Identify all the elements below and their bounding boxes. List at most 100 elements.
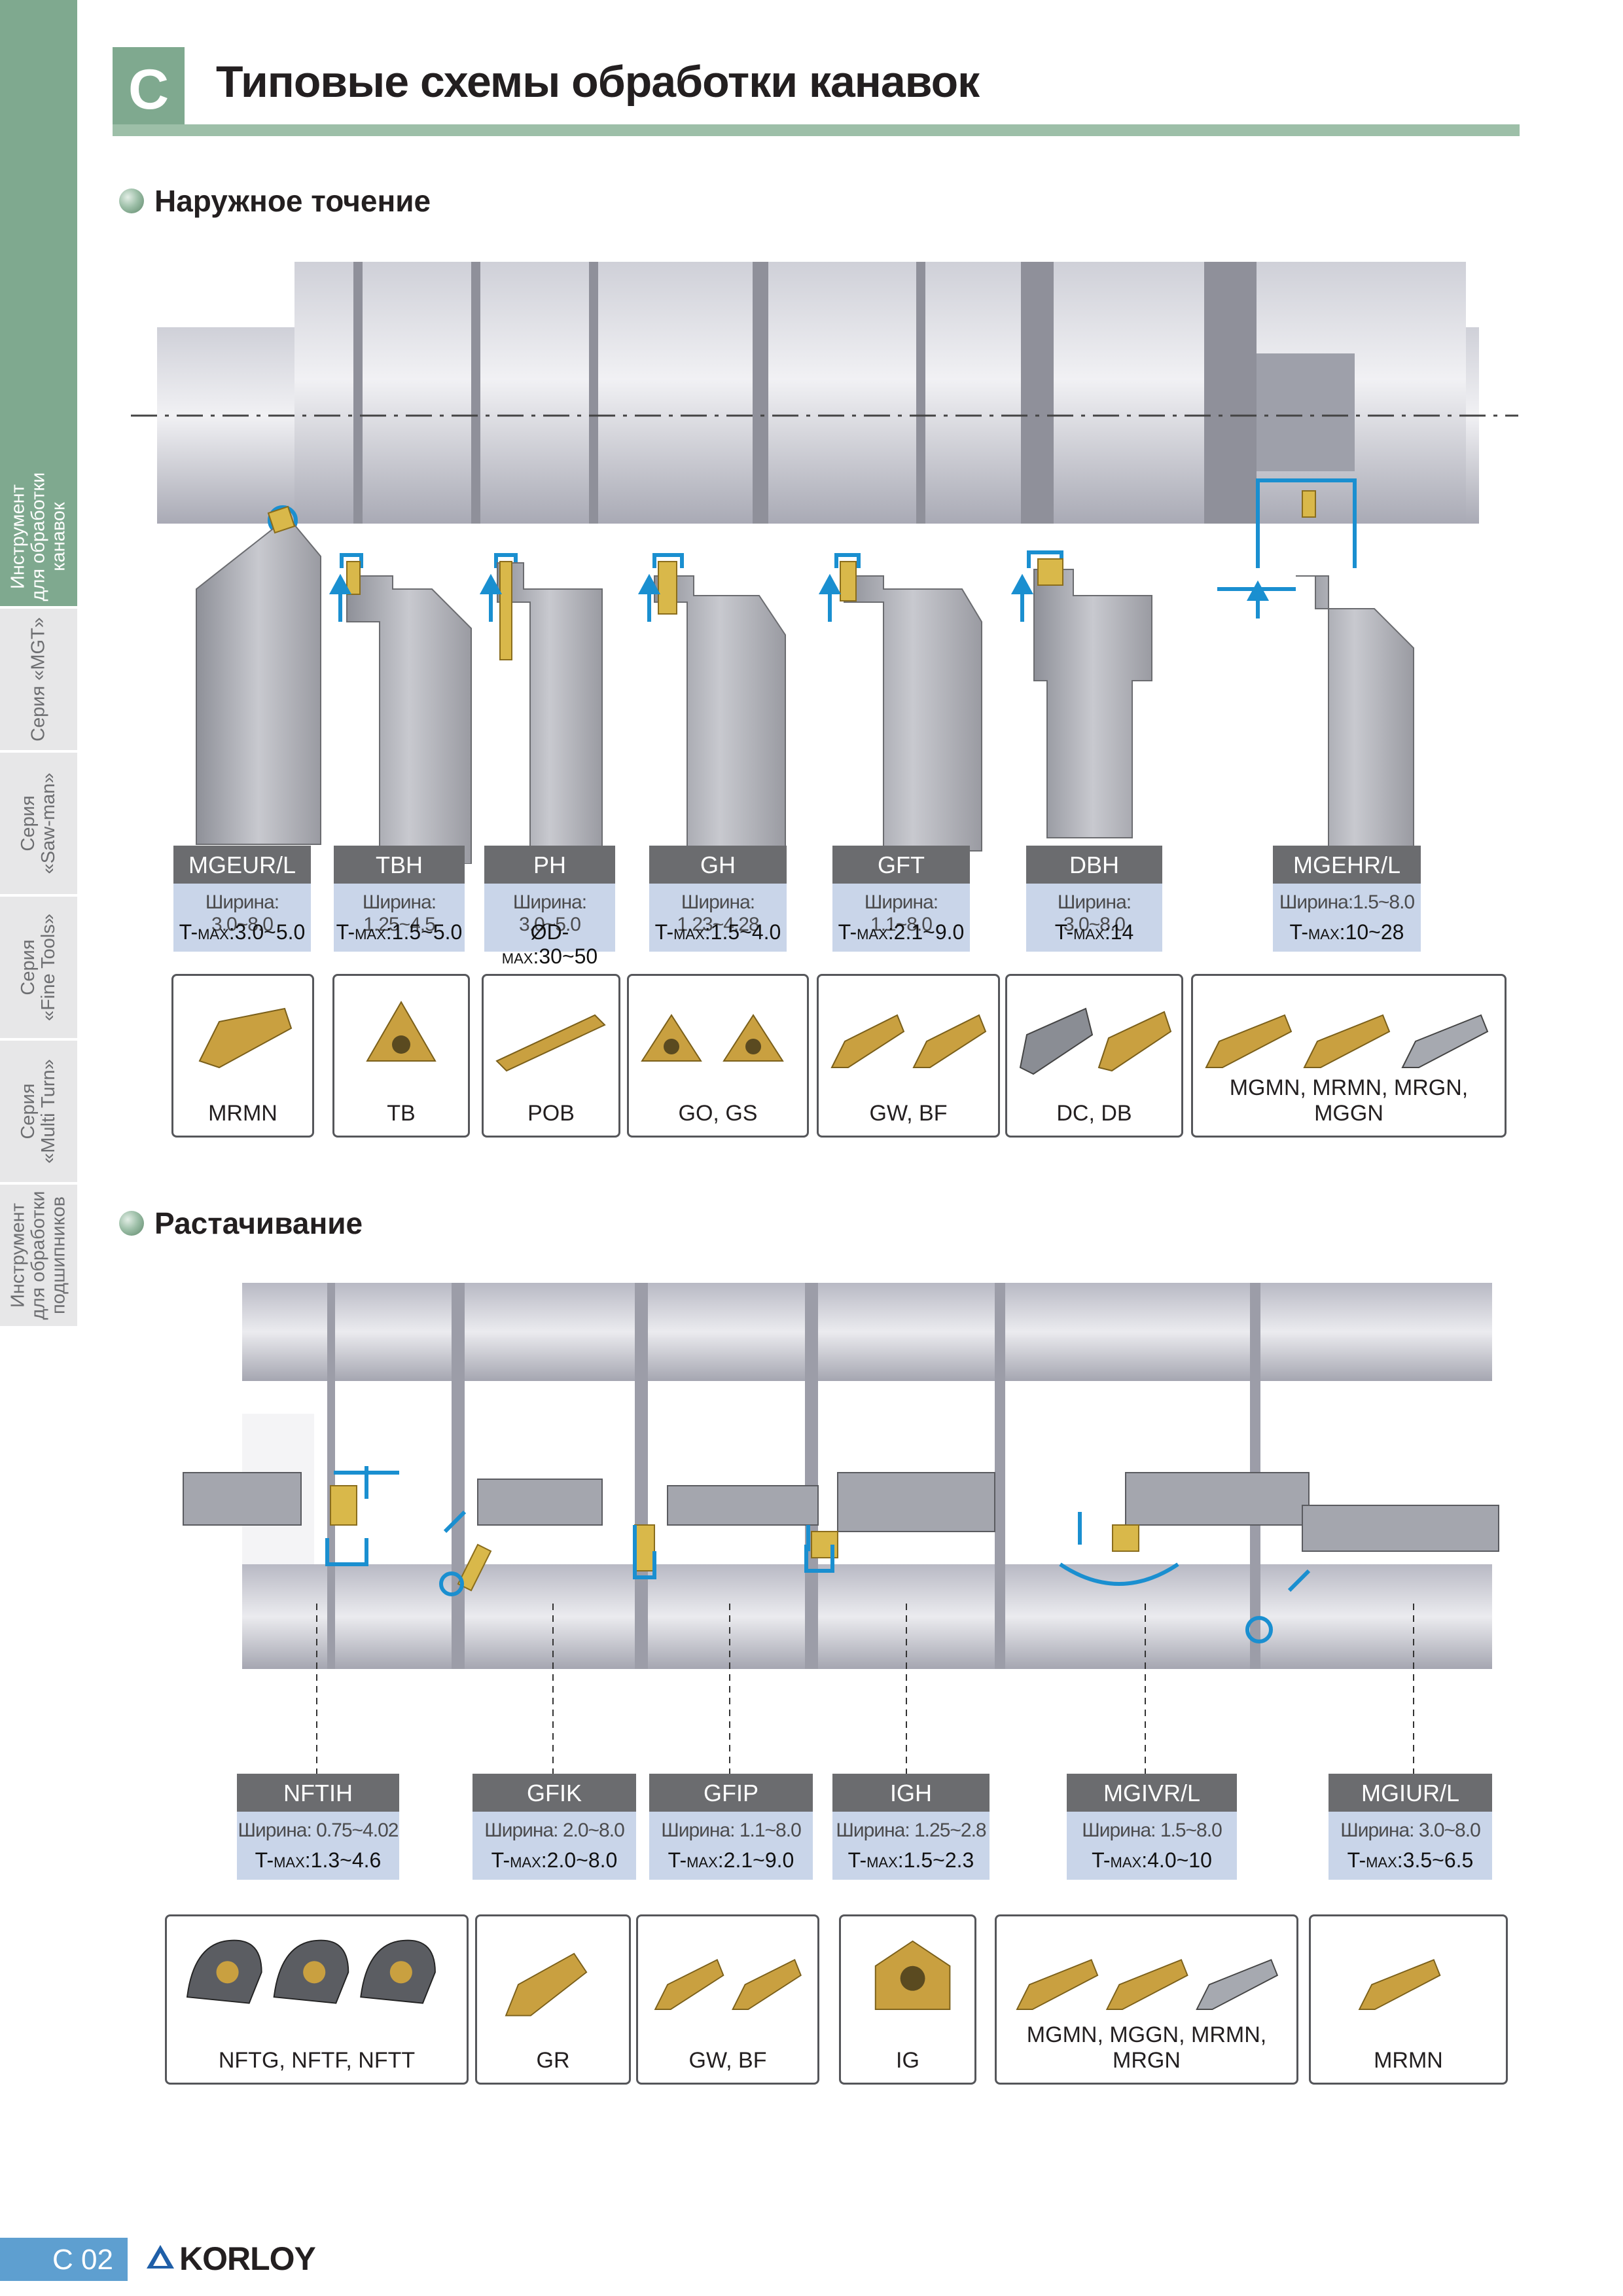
sidebar-tab-grooving-tools[interactable]: Инструмент для обработки канавок	[0, 0, 77, 609]
spec-name: DBH	[1026, 846, 1162, 884]
spec-tmax: :2.0~8.0	[541, 1848, 618, 1872]
bore-upper-wall	[242, 1283, 1492, 1381]
spec-tmax: :1.5~2.3	[897, 1848, 974, 1872]
insert-card-nftg-group[interactable]: NFTG, NFTF, NFTT	[165, 1914, 469, 2085]
internal-groove	[1257, 353, 1355, 471]
insert-label: GW, BF	[869, 1101, 948, 1126]
spec-width: Ширина: 2.0~8.0	[484, 1820, 625, 1841]
spec-name: GFT	[832, 846, 970, 884]
insert-image	[1019, 1007, 1172, 1075]
insert-card-gr[interactable]: GR	[475, 1914, 631, 2085]
spec-tmax: :2.1~9.0	[887, 920, 965, 944]
spec-name: MGIVR/L	[1067, 1774, 1237, 1812]
sidebar-tab-bearing-tools[interactable]: Инструмент для обработки подшипников	[0, 1185, 77, 1329]
insert-label: GW, BF	[688, 2048, 767, 2073]
sidebar-tab-label: Серия «MGT»	[27, 617, 49, 742]
sidebar-tab-mgt[interactable]: Серия «MGT»	[0, 609, 77, 753]
insert-label: TB	[387, 1101, 416, 1126]
insert-image	[186, 1939, 436, 2004]
insert-image	[654, 1959, 802, 2011]
insert-label: MRMN	[1374, 2048, 1443, 2073]
spec-tmax: :1.3~4.6	[304, 1848, 382, 1872]
spec-name: GFIP	[649, 1774, 813, 1812]
spec-tmax: :1.5~4.0	[704, 920, 781, 944]
spec-width: Ширина: 1.5~8.0	[1082, 1820, 1222, 1841]
insert-card-gw-bf[interactable]: GW, BF	[817, 974, 1000, 1138]
page-number: C 02	[0, 2238, 128, 2281]
insert-card-mgmn-group-boring[interactable]: MGMN, MGGN, MRMN, MRGN	[995, 1914, 1298, 2085]
insert-image	[505, 1952, 588, 2017]
insert-label: GO, GS	[678, 1101, 758, 1126]
boring-bars	[183, 1472, 1499, 1552]
insert-image	[874, 1940, 951, 2011]
header-divider	[113, 124, 1520, 136]
spec-tmax: :10~28	[1339, 920, 1404, 944]
boring-feed-arrows	[334, 1466, 1311, 1592]
page-title: Типовые схемы обработки канавок	[216, 57, 980, 107]
spec-width: Ширина: 3.0~8.0	[1340, 1820, 1481, 1841]
insert-label: MGMN, MRMN, MRGN, MGGN	[1229, 1075, 1469, 1126]
insert-card-mrmn[interactable]: MRMN	[171, 974, 314, 1138]
bore-lower-wall	[242, 1564, 1492, 1669]
insert-label: NFTG, NFTF, NFTT	[218, 2048, 416, 2073]
insert-card-tb[interactable]: TB	[332, 974, 470, 1138]
insert-label: POB	[527, 1101, 575, 1126]
insert-card-dc-db[interactable]: DC, DB	[1005, 974, 1183, 1138]
spec-name: NFTIH	[237, 1774, 399, 1812]
spec-name: MGIUR/L	[1329, 1774, 1492, 1812]
external-grooving-diagram	[131, 262, 1518, 864]
sidebar-tab-multi-turn[interactable]: Серия «Multi Turn»	[0, 1041, 77, 1185]
tool-inserts	[267, 490, 1316, 660]
spec-width: Ширина: 1.25~2.8	[836, 1820, 986, 1841]
section-title-boring: Растачивание	[154, 1206, 363, 1240]
spec-tmax: :14	[1104, 920, 1134, 944]
spec-name: GFIK	[473, 1774, 636, 1812]
spec-width: Ширина: 1.25~4.5	[362, 891, 437, 935]
sidebar-tab-fine-tools[interactable]: Серия «Fine Tools»	[0, 897, 77, 1041]
spec-width: Ширина: 0.75~4.02	[238, 1820, 399, 1841]
spec-tmax: :1.5~5.0	[385, 920, 463, 944]
insert-card-gw-bf-boring[interactable]: GW, BF	[636, 1914, 819, 2085]
tool-holders	[196, 516, 1414, 864]
sidebar-tab-label: Инструмент для обработки канавок	[7, 472, 69, 601]
insert-image	[366, 1001, 437, 1062]
spec-tmax: :4.0~10	[1141, 1848, 1212, 1872]
insert-card-pob[interactable]: POB	[482, 974, 620, 1138]
sidebar-tab-label: Серия «Saw-man»	[18, 772, 59, 874]
sidebar-tab-saw-man[interactable]: Серия «Saw-man»	[0, 753, 77, 897]
insert-image	[198, 1007, 293, 1069]
feed-arrows	[329, 573, 1296, 622]
groove-cuts	[353, 262, 1257, 524]
insert-image	[641, 1014, 784, 1062]
insert-image	[1016, 1959, 1279, 2011]
spec-name: MGEHR/L	[1273, 846, 1421, 884]
spec-tmax: :2.1~9.0	[717, 1848, 794, 1872]
insert-label: MRMN	[208, 1101, 277, 1126]
insert-card-mgmn-group[interactable]: MGMN, MRMN, MRGN, MGGN	[1191, 974, 1507, 1138]
spec-width: Ширина: 3.0~8.0	[1057, 891, 1132, 935]
side-navigation: Инструмент для обработки канавок Серия «…	[0, 0, 77, 1329]
insert-image	[1205, 1014, 1489, 1068]
sidebar-tab-label: Инструмент для обработки подшипников	[7, 1191, 69, 1320]
spec-width: Ширина: 3.0~8.0	[205, 891, 279, 935]
insert-card-mrmn-boring[interactable]: MRMN	[1309, 1914, 1508, 2085]
insert-card-ig[interactable]: IG	[839, 1914, 976, 2085]
boring-diagram	[183, 1283, 1499, 1774]
korloy-logo-icon	[147, 2245, 174, 2269]
spec-name: TBH	[334, 846, 465, 884]
insert-card-go-gs[interactable]: GO, GS	[627, 974, 809, 1138]
spec-width: Ширина: 1.1~8.0	[864, 891, 938, 935]
section-letter-badge: C	[113, 47, 185, 124]
